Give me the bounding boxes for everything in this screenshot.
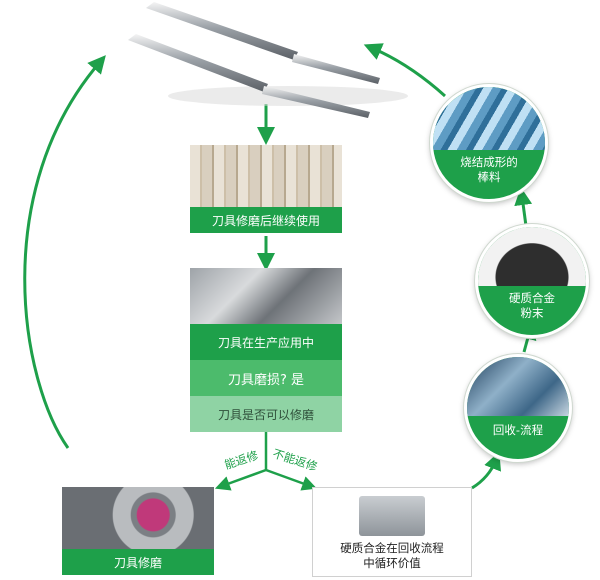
sintered-rods-photo bbox=[433, 87, 545, 150]
label-worn-question: 刀具磨损? 是 bbox=[190, 360, 342, 396]
machining-photo bbox=[190, 268, 342, 324]
arc-arrow-left bbox=[23, 55, 106, 449]
circle-carbide-powder: 硬质合金 粉末 bbox=[475, 224, 589, 338]
recycle-plant-photo bbox=[467, 357, 569, 417]
branch-right-arrow bbox=[265, 468, 318, 491]
card-recycle-value: 硬质合金在回收流程 中循环价值 bbox=[312, 487, 472, 577]
label-regrind-use: 刀具修磨后继续使用 bbox=[190, 207, 342, 233]
label-recycle-process: 回收-流程 bbox=[492, 423, 544, 437]
grinding-machine-photo bbox=[62, 487, 214, 549]
label-rod-line2: 棒料 bbox=[477, 170, 501, 184]
label-in-production: 刀具在生产应用中 bbox=[190, 324, 342, 360]
card-regrind-use: 刀具修磨后继续使用 bbox=[190, 145, 342, 233]
carbide-powder-photo bbox=[478, 227, 586, 287]
recycle-value-line1: 硬质合金在回收流程 bbox=[340, 541, 444, 555]
end-mill-tools-image bbox=[118, 0, 418, 120]
label-rod-line1: 烧结成形的 bbox=[460, 155, 518, 169]
arrow-box-to-recycle bbox=[471, 451, 502, 490]
card-grinding: 刀具修磨 bbox=[62, 487, 214, 575]
recycle-crate-image bbox=[359, 496, 425, 536]
regrind-tools-photo bbox=[190, 145, 342, 207]
branch-left-arrow bbox=[214, 468, 267, 491]
label-grinding: 刀具修磨 bbox=[62, 549, 214, 575]
card-production: 刀具在生产应用中 刀具磨损? 是 刀具是否可以修磨 bbox=[190, 268, 342, 432]
label-powder-line2: 粉末 bbox=[520, 306, 544, 320]
label-can-regrind: 刀具是否可以修磨 bbox=[190, 396, 342, 432]
circle-recycle-process: 回收-流程 bbox=[464, 354, 572, 462]
label-powder-line1: 硬质合金 bbox=[509, 291, 555, 305]
recycle-value-line2: 中循环价值 bbox=[363, 556, 421, 570]
arrow-powder-to-rod bbox=[514, 187, 533, 227]
circle-sintered-rods: 烧结成形的 棒料 bbox=[430, 84, 548, 202]
